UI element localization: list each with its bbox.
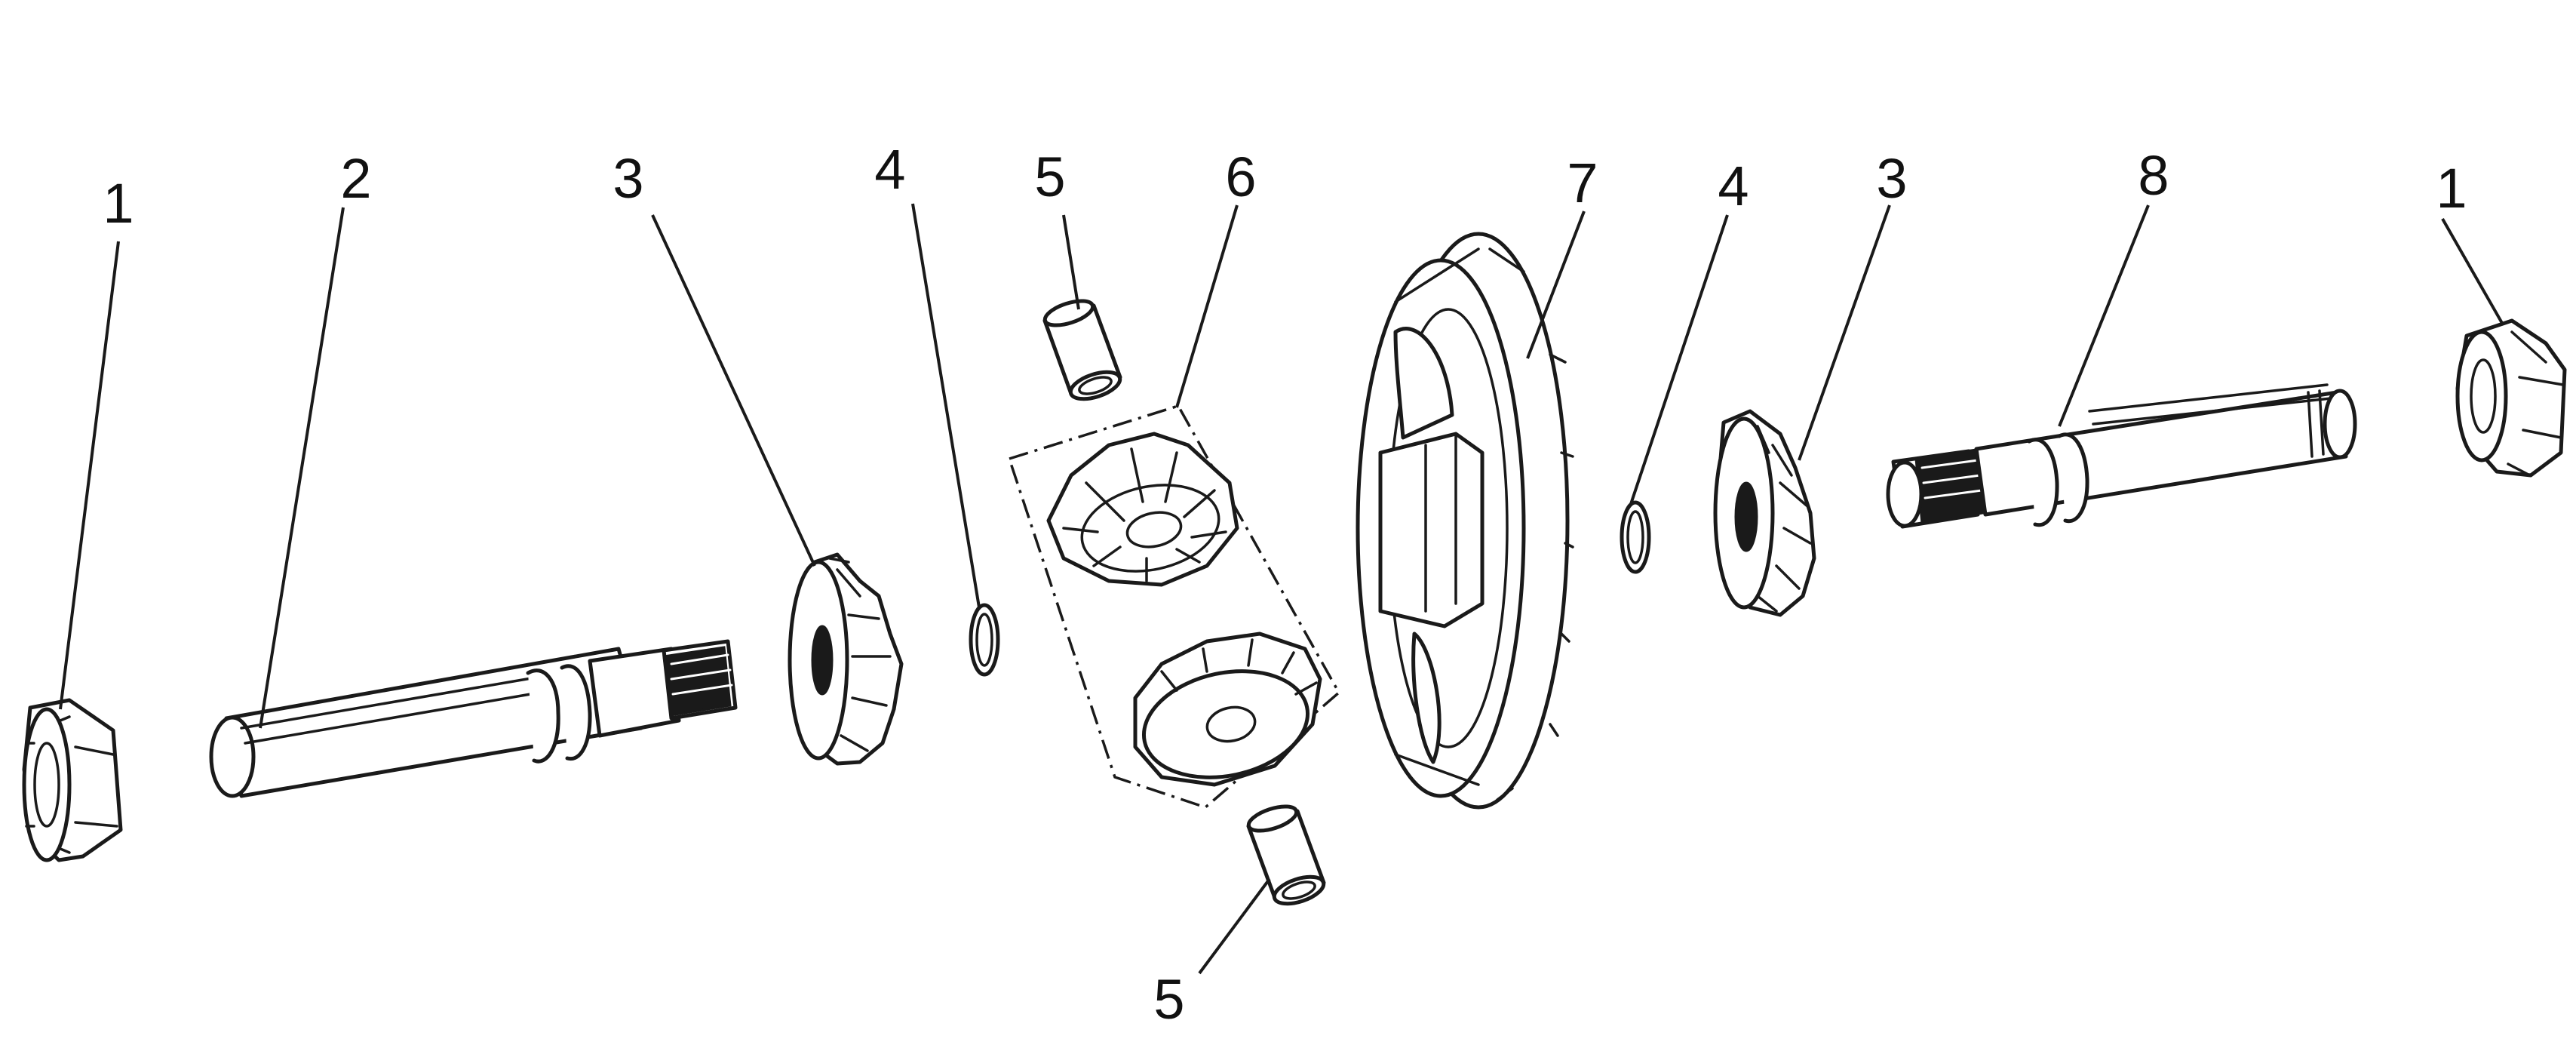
ring-left [969,603,1000,677]
pin-top [1042,299,1122,401]
callout-c4b: 4 [1718,155,1749,217]
leader-lines [59,203,2504,975]
leader-c1b [2441,218,2504,325]
coupling-left [22,698,123,862]
callout-c2: 2 [340,147,371,210]
callout-c1b: 1 [2436,157,2467,220]
callout-c5a: 5 [1034,146,1065,208]
shaft-right [1886,383,2357,529]
coupling-right [2455,318,2567,478]
shaft-left [209,639,738,798]
pinion-gear-top [1046,432,1239,587]
leader-c5a [1062,214,1080,310]
leader-c2 [259,207,345,729]
pinion-gear-group [1007,404,1341,809]
ring-gear [1356,232,1574,810]
leader-c6 [1175,204,1239,408]
leader-c7 [1526,211,1586,359]
leader-c3a [651,214,816,567]
leader-c1a [59,241,120,710]
leader-c4b [1629,214,1729,505]
pin-bottom [1246,804,1326,906]
pinion-gear-bottom [1133,632,1322,787]
side-gear-left [788,552,904,766]
callout-c3a: 3 [613,147,643,210]
callout-c8: 8 [2138,144,2169,207]
callout-c1a: 1 [103,172,134,235]
leader-c8 [2058,204,2150,427]
side-gear-right [1713,409,1816,617]
callout-labels: 1 2 3 4 5 6 7 4 3 8 1 5 [103,138,2467,1031]
leader-c4a [911,203,981,608]
leader-c5b [1198,877,1271,975]
callout-c3b: 3 [1876,147,1907,210]
callout-c5b: 5 [1153,968,1184,1031]
ring-right [1620,500,1651,574]
callout-c7: 7 [1567,152,1598,214]
callout-c6: 6 [1225,146,1256,208]
callout-c4a: 4 [874,138,905,201]
leader-c3b [1798,204,1891,461]
